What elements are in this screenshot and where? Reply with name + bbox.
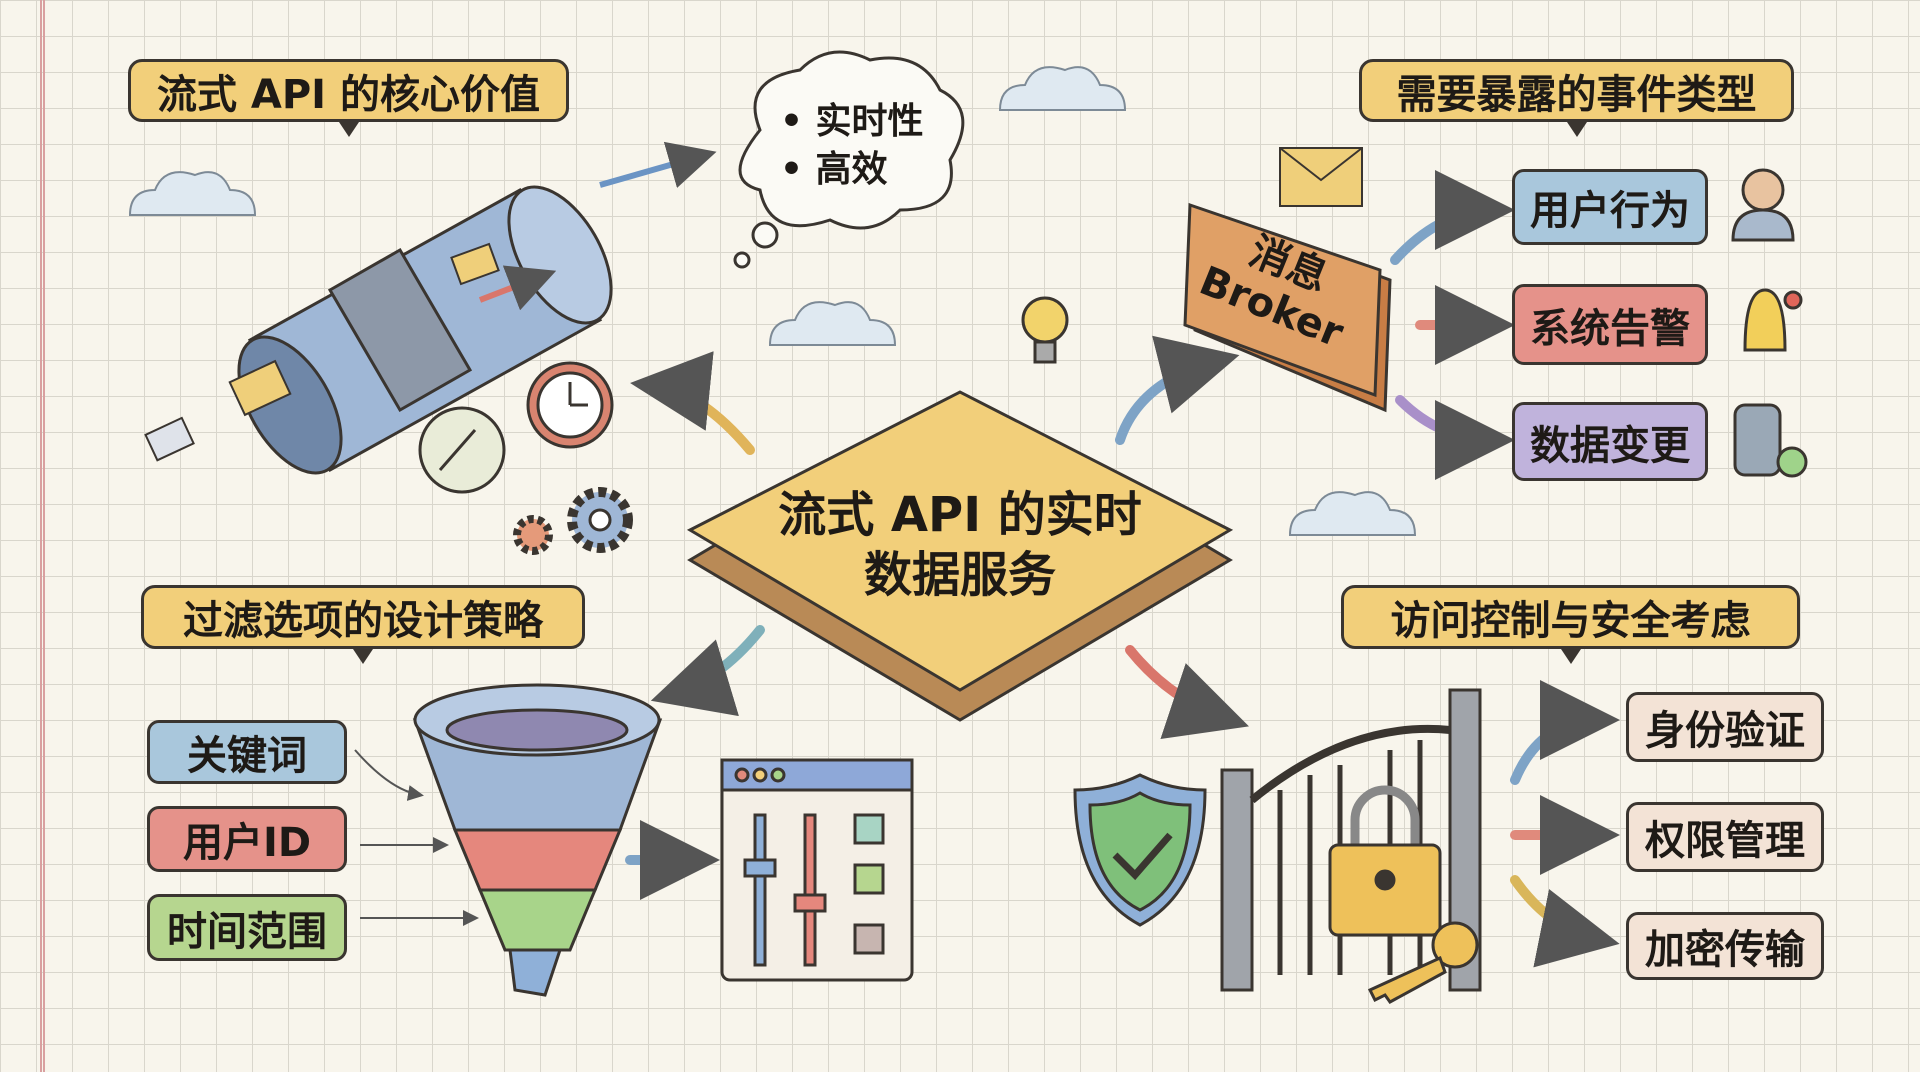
filter-user-id: 用户ID — [147, 806, 347, 872]
thought-item-realtime: • 实时性 — [780, 101, 924, 142]
security-authentication: 身份验证 — [1626, 692, 1824, 762]
filter-keyword: 关键词 — [147, 720, 347, 784]
key-icon — [1367, 921, 1479, 1004]
lightbulb-icon — [1021, 296, 1069, 364]
gear-icon — [513, 487, 633, 555]
event-types-title: 需要暴露的事件类型 — [1359, 59, 1794, 137]
gauge-icon — [418, 406, 506, 494]
core-value-title: 流式 API 的核心价值 — [128, 59, 569, 137]
arrow-to-core-value — [630, 351, 755, 455]
pipe-icon — [237, 185, 613, 475]
user-icon — [1731, 168, 1795, 242]
security-encryption: 加密传输 — [1626, 912, 1824, 980]
central-slab — [686, 390, 1234, 722]
arrow-to-broker — [1115, 335, 1240, 445]
funnel-icon — [412, 683, 663, 997]
cloud-icon — [128, 66, 1417, 536]
arrow-to-security — [1125, 645, 1249, 739]
stream-arrow-icon — [478, 141, 717, 311]
arrow-to-encryption — [1510, 875, 1620, 968]
center-title: 流式 API 的实时 数据服务 — [690, 395, 1230, 695]
event-data-change: 数据变更 — [1512, 402, 1708, 481]
center-title-line1: 流式 API 的实时 — [778, 487, 1142, 543]
arrow-to-user-behavior — [1390, 170, 1515, 265]
access-control-title: 访问控制与安全考虑 — [1341, 585, 1800, 664]
event-user-behavior: 用户行为 — [1512, 169, 1708, 245]
settings-panel-icon — [720, 758, 914, 982]
clock-icon — [526, 361, 614, 449]
arrow-to-filter — [650, 625, 765, 717]
database-icon — [1733, 403, 1808, 478]
envelope-icon — [144, 147, 1363, 462]
notebook-margin-line — [40, 0, 45, 1072]
center-title-line2: 数据服务 — [863, 547, 1056, 603]
padlock-icon — [1328, 785, 1442, 937]
arrow-to-auth — [1510, 680, 1620, 785]
thought-item-efficient: • 高效 — [780, 149, 888, 190]
security-permission: 权限管理 — [1626, 802, 1824, 872]
event-system-alert: 系统告警 — [1512, 284, 1708, 365]
thought-cloud-icon — [733, 50, 965, 269]
filter-strategy-title: 过滤选项的设计策略 — [141, 585, 585, 664]
shield-icon — [1073, 773, 1207, 927]
thought-item-text: 高效 — [815, 149, 888, 190]
thought-bubble-list: • 实时性 • 高效 — [780, 98, 924, 194]
arrow-to-data-change — [1395, 395, 1515, 480]
message-broker-block — [1183, 202, 1392, 413]
filter-time-range: 时间范围 — [147, 894, 347, 961]
thought-item-text: 实时性 — [815, 101, 924, 142]
bell-icon — [1743, 288, 1803, 352]
